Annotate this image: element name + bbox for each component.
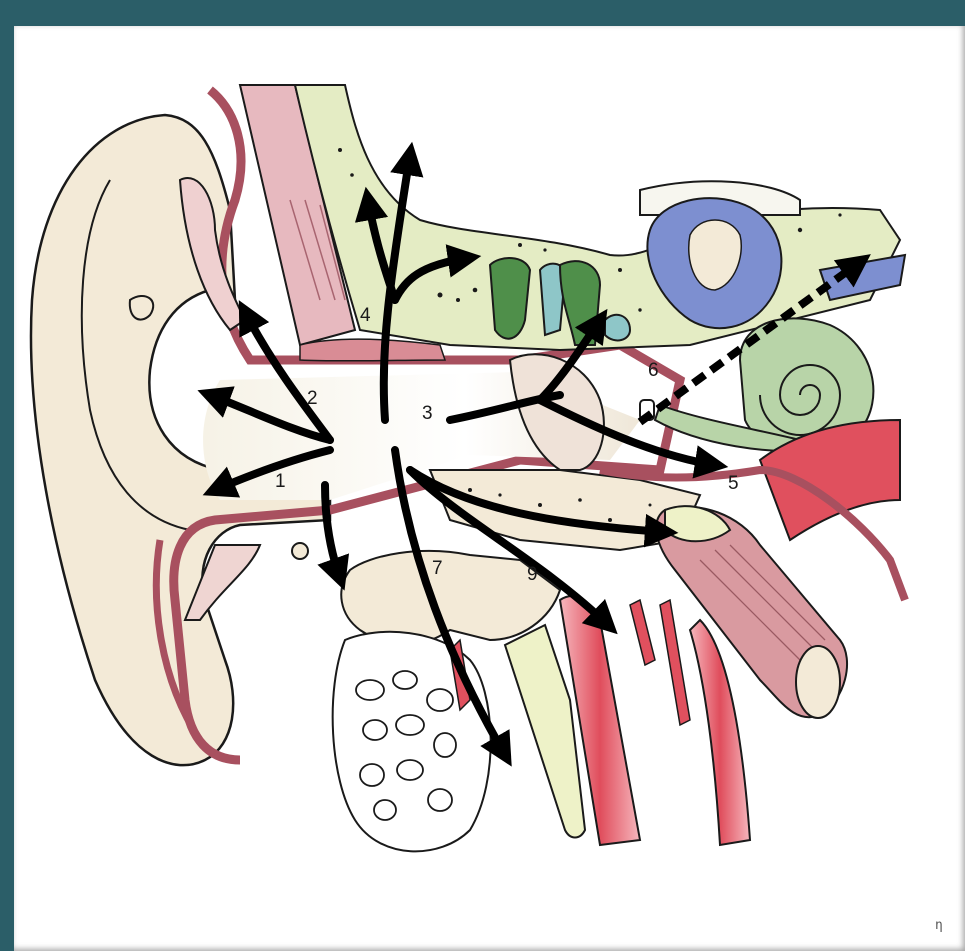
label-5: 5 xyxy=(728,473,739,494)
corner-mark: ƞ xyxy=(935,918,943,933)
label-7: 7 xyxy=(432,558,443,579)
label-6: 6 xyxy=(648,360,659,381)
label-2: 2 xyxy=(307,388,318,409)
label-3: 3 xyxy=(422,403,433,424)
label-9: 9 xyxy=(527,564,538,585)
label-4: 4 xyxy=(360,305,371,326)
label-1: 1 xyxy=(275,471,286,492)
mastoid-air-cells xyxy=(333,632,491,852)
